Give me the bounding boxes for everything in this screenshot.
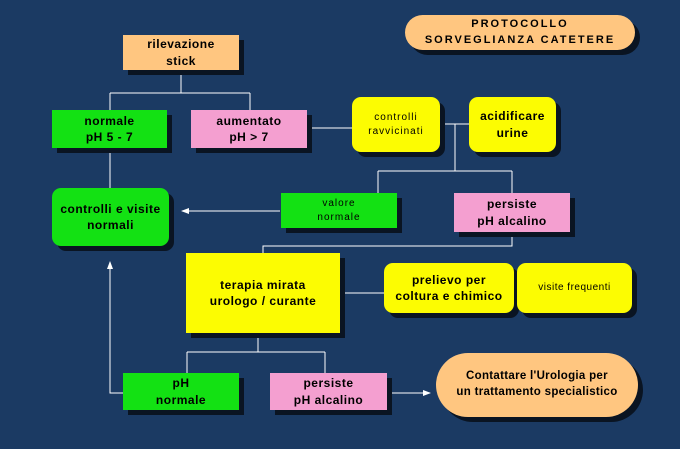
node-prelievo-label: prelievo per coltura e chimico <box>395 272 503 303</box>
title-text: PROTOCOLLO SORVEGLIANZA CATETERE <box>424 17 616 46</box>
node-normale: normale pH 5 - 7 <box>52 110 167 148</box>
node-aumentato-label: aumentato pH > 7 <box>216 113 282 144</box>
connector-persiste-terapia <box>262 232 513 253</box>
node-ph-normale-label: pH normale <box>155 376 207 407</box>
node-controlli-visite-label: controlli e visite normali <box>60 201 161 232</box>
node-acidificare-urine: acidificare urine <box>469 97 556 152</box>
node-controlli-ravvicinati: controlli ravvicinati <box>352 97 440 152</box>
node-persiste-alcalino-2: persiste pH alcalino <box>270 373 387 410</box>
node-persiste-alcalino-1: persiste pH alcalino <box>454 193 570 232</box>
node-persiste-2-label: persiste pH alcalino <box>293 376 364 407</box>
node-rilevazione-stick: rilevazione stick <box>123 35 239 70</box>
node-controlli-ravvicinati-label: controlli ravvicinati <box>368 112 424 137</box>
node-visite-frequenti-label: visite frequenti <box>538 282 611 294</box>
node-terapia-mirata: terapia mirata urologo / curante <box>186 253 340 333</box>
node-rilevazione-label: rilevazione stick <box>147 37 215 68</box>
arrow-phnormale-controlli <box>107 261 123 394</box>
node-prelievo: prelievo per coltura e chimico <box>384 263 514 313</box>
node-visite-frequenti: visite frequenti <box>517 263 632 313</box>
node-valore-normale-label: valore normale <box>317 198 361 223</box>
node-contattare-label: Contattare l'Urologia per un trattamento… <box>456 370 618 398</box>
node-aumentato: aumentato pH > 7 <box>191 110 307 148</box>
node-acidificare-label: acidificare urine <box>480 109 545 140</box>
node-controlli-visite-normali: controlli e visite normali <box>52 188 169 246</box>
node-valore-normale: valore normale <box>281 193 397 228</box>
node-normale-label: normale pH 5 - 7 <box>84 113 135 144</box>
title-protocollo: PROTOCOLLO SORVEGLIANZA CATETERE <box>405 15 635 50</box>
node-ph-normale: pH normale <box>123 373 239 410</box>
node-terapia-label: terapia mirata urologo / curante <box>209 277 317 308</box>
node-persiste-1-label: persiste pH alcalino <box>477 197 547 228</box>
node-contattare-urologia: Contattare l'Urologia per un trattamento… <box>436 353 638 417</box>
